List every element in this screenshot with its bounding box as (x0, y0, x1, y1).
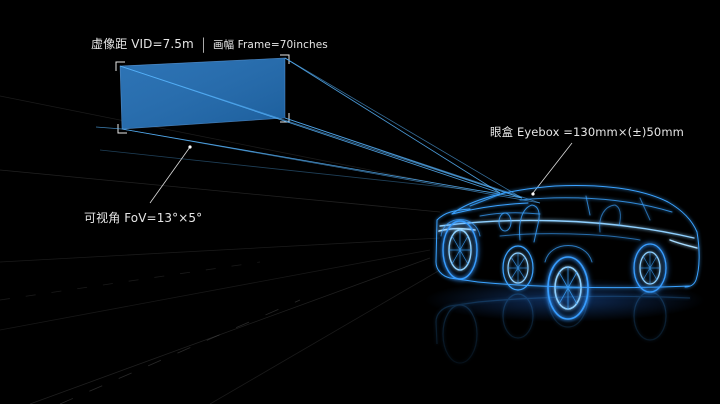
road-line (0, 237, 441, 263)
reflection-sill (449, 295, 691, 307)
road-line (29, 257, 431, 404)
corner-bracket-bottom-right (280, 113, 290, 123)
car-roofline (451, 185, 698, 233)
car-side-window (519, 197, 673, 213)
car-a-pillar (469, 191, 507, 207)
spokes (507, 252, 529, 284)
car-cowl (451, 202, 529, 215)
eyebox-label: 眼盒 Eyebox =130mm×(±)50mm (490, 125, 684, 139)
virtual-image (115, 54, 290, 134)
vid-label: 虚像距 VID=7.5m (91, 37, 194, 51)
corner-bracket-bottom-left (117, 124, 127, 134)
car-rear-seat (599, 204, 621, 233)
ray-top-right (284, 57, 523, 199)
ray-bottom-right (284, 117, 541, 204)
leader-lines (149, 142, 573, 204)
road-line (209, 269, 441, 404)
frame-label: 画幅 Frame=70inches (213, 39, 328, 51)
ray-extension (95, 126, 123, 130)
spokes (448, 229, 472, 271)
eyebox-marker-dot (531, 192, 535, 196)
road-line (0, 249, 431, 331)
spokes (639, 251, 661, 285)
corner-bracket-top-right (280, 54, 290, 64)
car-sill (477, 281, 691, 289)
reflection-front (435, 305, 451, 345)
lane-dash (59, 299, 301, 404)
road-line (0, 95, 471, 191)
car-door-line (499, 233, 641, 241)
car-rear-light (669, 239, 698, 249)
wheel-glow (441, 219, 479, 281)
corner-brackets (115, 54, 290, 134)
ray-bottom-left (121, 128, 541, 204)
fov-leader-line (149, 146, 191, 204)
car-hood (436, 208, 471, 221)
ground-glow (425, 278, 705, 322)
reflection-wheel (633, 291, 667, 341)
label-separator: | (200, 35, 206, 53)
car-c-pillar (639, 197, 651, 221)
projection-rays (95, 57, 541, 204)
road-lines (0, 95, 471, 404)
lane-dash (0, 261, 261, 301)
wheel-front-right (502, 245, 534, 291)
car-b-pillar (585, 195, 591, 216)
car-reflection (435, 264, 691, 364)
road-line (0, 169, 441, 213)
reflection-wheel (502, 293, 534, 339)
fov-marker-dot (188, 145, 192, 149)
spokes (554, 266, 582, 310)
car-steering-wheel (498, 212, 512, 232)
ray-extension (99, 149, 501, 194)
car-dashboard (479, 212, 541, 217)
car-front-face (435, 219, 451, 279)
fov-label: 可视角 FoV=13°×5° (84, 211, 203, 225)
car-rear (684, 231, 700, 288)
eyebox-leader-line (532, 142, 573, 194)
tire (502, 245, 534, 291)
ray-top-left (119, 65, 523, 199)
wheel-arch-rear (544, 245, 593, 263)
ray-top-right (284, 57, 501, 194)
wheel-glow (546, 255, 590, 321)
vid-frame-label: 虚像距 VID=7.5m | 画幅 Frame=70inches (91, 36, 328, 53)
car-driver-seat (519, 204, 540, 243)
corner-bracket-top-left (115, 61, 125, 71)
